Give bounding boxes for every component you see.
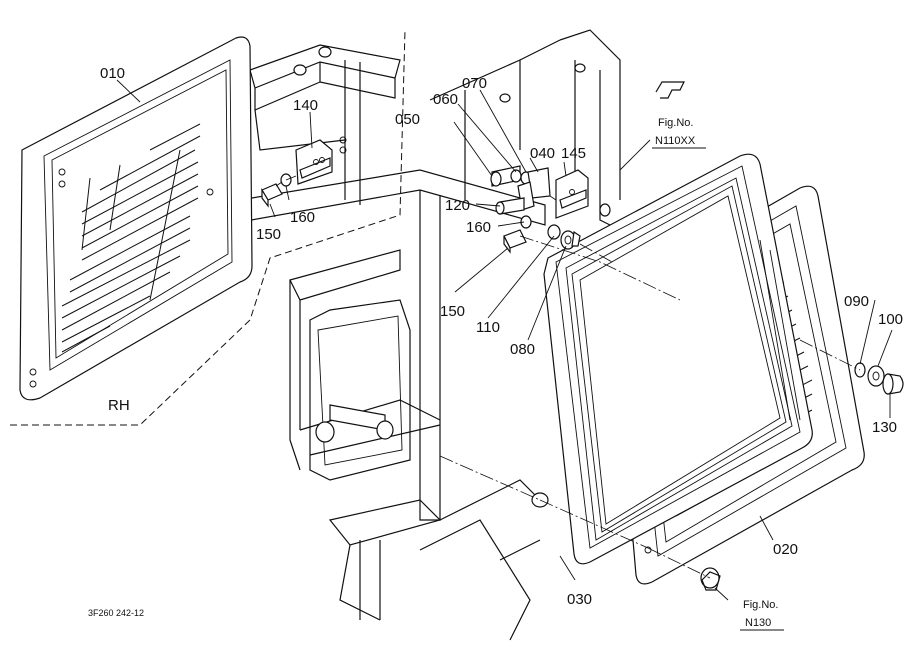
label-150-center: 150 bbox=[440, 303, 465, 320]
label-110: 110 bbox=[476, 319, 500, 336]
fig-ref-lower-caption: Fig.No. bbox=[743, 599, 778, 611]
fig-ref-arrow-icon-lower bbox=[701, 571, 721, 591]
cab-frame bbox=[239, 29, 720, 641]
label-130: 130 bbox=[872, 419, 897, 436]
drawing-code: 3F260 242-12 bbox=[88, 608, 144, 618]
glass-panel-010 bbox=[19, 36, 253, 401]
fig-ref-lower: Fig.No. N130 bbox=[740, 599, 784, 631]
fig-ref-upper-number: N110XX bbox=[655, 135, 696, 147]
fastener-set-center bbox=[503, 215, 581, 254]
hinge-hardware bbox=[490, 165, 551, 215]
label-050: 050 bbox=[395, 111, 420, 128]
label-120: 120 bbox=[445, 197, 470, 214]
hinge-bracket-145 bbox=[555, 169, 589, 219]
fastener-set-left bbox=[261, 173, 292, 208]
label-080: 080 bbox=[510, 341, 535, 358]
label-040: 040 bbox=[530, 145, 555, 162]
assembly-lines bbox=[285, 175, 861, 579]
label-145: 145 bbox=[561, 145, 586, 162]
label-160-center: 160 bbox=[466, 219, 491, 236]
fig-ref-upper-caption: Fig.No. bbox=[658, 117, 693, 129]
label-060: 060 bbox=[433, 91, 458, 108]
window-frame-030 bbox=[543, 153, 813, 565]
label-030: 030 bbox=[567, 591, 592, 608]
fig-ref-upper: Fig.No. N110XX bbox=[652, 117, 706, 149]
part-labels: 010 020 030 040 050 060 070 080 090 100 … bbox=[100, 65, 903, 608]
label-140: 140 bbox=[293, 97, 318, 114]
label-020: 020 bbox=[773, 541, 798, 558]
label-070: 070 bbox=[462, 75, 487, 92]
label-150-left: 150 bbox=[256, 226, 281, 243]
side-label-rh: RH bbox=[108, 397, 130, 414]
fastener-set-right bbox=[854, 362, 904, 395]
label-090: 090 bbox=[844, 293, 869, 310]
label-160-left: 160 bbox=[290, 209, 315, 226]
fig-ref-lower-number: N130 bbox=[745, 617, 771, 629]
label-100: 100 bbox=[878, 311, 903, 328]
glass-hatching-010 bbox=[61, 123, 201, 353]
hinge-bracket-140 bbox=[295, 136, 347, 185]
leader-lines bbox=[116, 79, 893, 601]
section-boundary bbox=[10, 29, 406, 426]
fig-ref-arrow-icon bbox=[655, 81, 685, 99]
label-010: 010 bbox=[100, 65, 125, 82]
